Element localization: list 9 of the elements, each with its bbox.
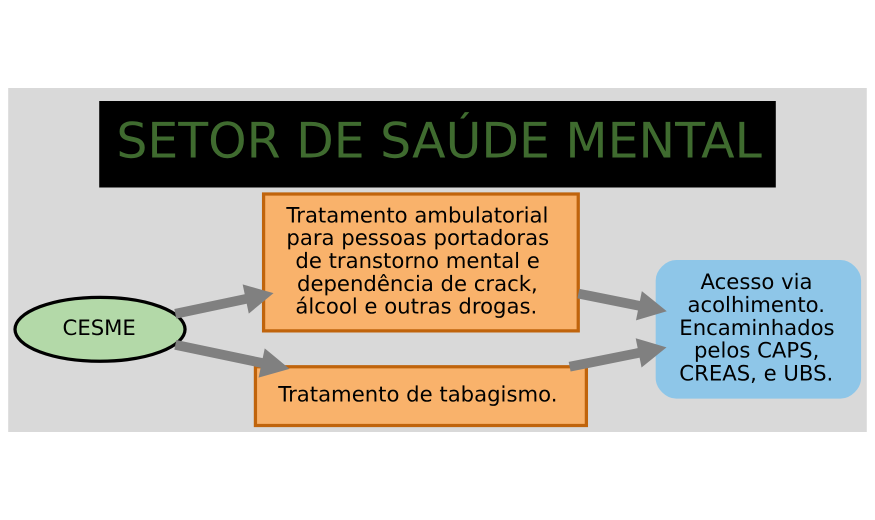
node-box: Tratamento ambulatorial para pessoas portadoras de transtorno mental e dependência de crack, álcool e outras drogas. bbox=[262, 192, 580, 333]
arrow bbox=[174, 284, 274, 319]
node-ellipse: CESME bbox=[13, 296, 187, 363]
node-box: Tratamento de tabagismo. bbox=[254, 365, 588, 428]
node-box: Acesso via acolhimento. Encaminhados pelos CAPS, CREAS, e UBS. bbox=[656, 260, 862, 399]
arrow bbox=[568, 338, 667, 372]
diagram-title: SETOR DE SAÚDE MENTAL bbox=[116, 112, 762, 170]
arrow bbox=[577, 288, 667, 320]
arrow bbox=[174, 340, 290, 378]
